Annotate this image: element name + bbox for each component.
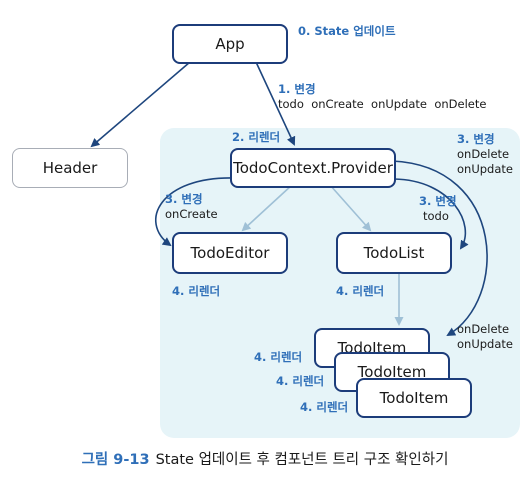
label-item-ondelete: onDelete (457, 322, 510, 336)
label-change-3-mid-v1: todo (423, 209, 449, 223)
label-rerender-2: 2. 리렌더 (232, 130, 281, 144)
caption-number: 그림 9-13 (81, 451, 150, 468)
label-rerender-4-item-3: 4. 리렌더 (300, 400, 349, 414)
arrow-app-header (90, 61, 191, 148)
label-rerender-4-list: 4. 리렌더 (336, 284, 385, 298)
node-provider: TodoContext.Provider (230, 148, 396, 188)
figure-caption: 그림 9-13 State 업데이트 후 컴포넌트 트리 구조 확인하기 (0, 446, 530, 470)
arrow-provider-editor (241, 184, 293, 232)
arrow-provider-list (329, 184, 372, 232)
label-rerender-4-editor: 4. 리렌더 (172, 284, 221, 298)
node-todo-list: TodoList (336, 232, 452, 274)
label-change-3-left-v1: onCreate (165, 207, 218, 221)
label-rerender-4-item-1: 4. 리렌더 (254, 350, 303, 364)
arrow-provider-item-curve (391, 160, 488, 337)
caption-text: State 업데이트 후 컴포넌트 트리 구조 확인하기 (155, 451, 449, 468)
label-item-onupdate: onUpdate (457, 337, 513, 351)
label-rerender-4-item-2: 4. 리렌더 (276, 374, 325, 388)
label-state-update: 0. State 업데이트 (298, 24, 396, 38)
node-todo-editor: TodoEditor (172, 232, 288, 274)
label-change-3-mid: 3. 변경 (419, 194, 457, 208)
label-change-1: 1. 변경 (278, 82, 316, 96)
arrow-app-provider (255, 61, 296, 146)
node-app: App (172, 24, 288, 64)
label-change-1-values: todo onCreate onUpdate onDelete (278, 97, 487, 111)
node-todo-item-3: TodoItem (356, 378, 472, 418)
arrow-provider-list-curve (393, 178, 469, 250)
label-change-3-right-v2: onUpdate (457, 162, 513, 176)
label-change-3-left: 3. 변경 (165, 192, 203, 206)
label-change-3-right-v1: onDelete (457, 147, 510, 161)
node-header: Header (12, 148, 128, 188)
arrow-provider-editor-curve (154, 177, 236, 247)
label-change-3-right: 3. 변경 (457, 132, 495, 146)
